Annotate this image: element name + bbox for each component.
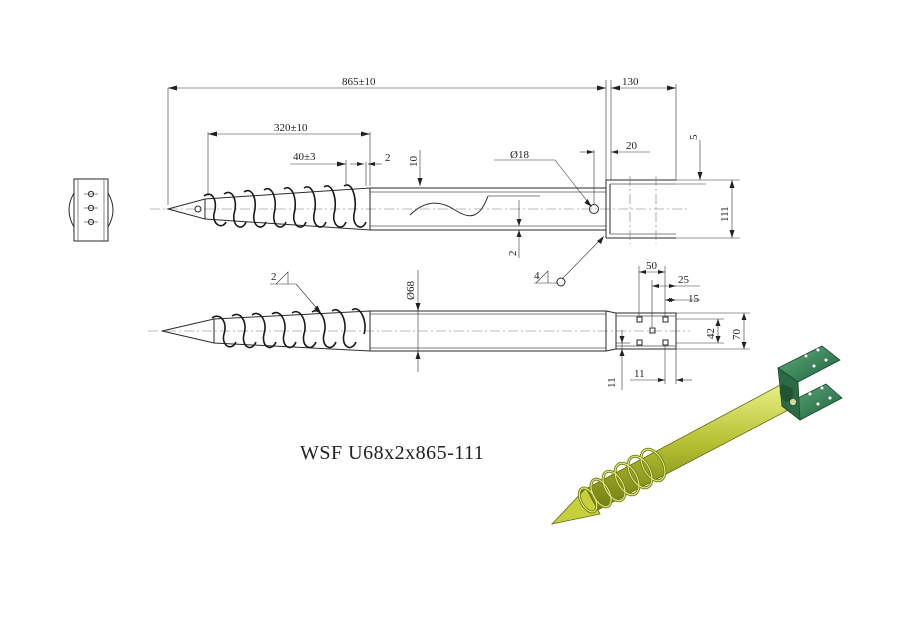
- helix-flights-top: [203, 184, 367, 228]
- dim-gap-2-top: 2: [385, 152, 391, 164]
- end-view: [68, 178, 114, 242]
- dim-plate-11-v: 11: [606, 377, 618, 388]
- dim-plate-15: 15: [688, 293, 700, 305]
- ground-screw-3d-render: [550, 345, 843, 525]
- dim-bracket-height: 111: [719, 206, 731, 222]
- dim-plate-70: 70: [731, 329, 743, 341]
- dim-helix-length: 320±10: [274, 122, 308, 134]
- product-code-title: WSF U68x2x865-111: [300, 442, 484, 464]
- weld-symbol-4: 4: [534, 270, 540, 282]
- dim-bracket-20: 20: [626, 140, 638, 152]
- dim-plate-25: 25: [678, 274, 690, 286]
- side-view-top: 865±10 130 320±10 40±3 2 10 Ø1: [150, 76, 740, 287]
- side-view-bottom: 2 Ø68 50 25 15 42: [148, 260, 750, 390]
- dim-gap-10: 10: [408, 156, 420, 168]
- dim-plate-11-h: 11: [634, 368, 645, 380]
- dim-plate-42: 42: [705, 328, 717, 339]
- weld-symbol-2: 2: [271, 271, 277, 283]
- dim-hole-dia: Ø18: [510, 149, 529, 161]
- dim-wall-2: 2: [507, 251, 519, 257]
- dim-tip-length: 40±3: [293, 151, 316, 163]
- helix-flights-bottom: [211, 308, 366, 349]
- dim-tube-dia: Ø68: [405, 281, 417, 300]
- dim-overall-length: 865±10: [342, 76, 376, 88]
- dim-plate-50: 50: [646, 260, 658, 272]
- dim-bracket-length: 130: [622, 76, 639, 88]
- dim-bracket-5: 5: [688, 134, 700, 140]
